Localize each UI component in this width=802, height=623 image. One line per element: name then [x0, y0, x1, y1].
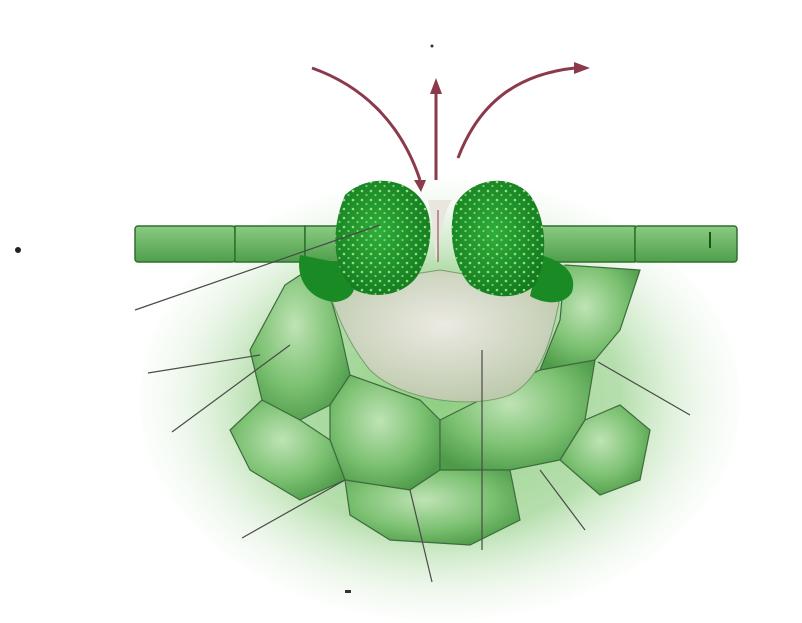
speck — [431, 45, 434, 48]
epidermal-cell — [235, 226, 305, 262]
epidermal-cell — [635, 226, 737, 262]
gas-flow-arrows — [312, 62, 590, 192]
epidermal-cell — [540, 226, 635, 262]
speck — [345, 590, 351, 593]
speck — [15, 247, 21, 253]
epidermis-left — [135, 226, 345, 262]
arrow-out-right — [458, 68, 575, 158]
epidermis-right — [540, 226, 737, 262]
guard-cell-right — [452, 181, 544, 296]
epidermal-cell — [135, 226, 235, 262]
arrow-in-left — [312, 68, 420, 180]
